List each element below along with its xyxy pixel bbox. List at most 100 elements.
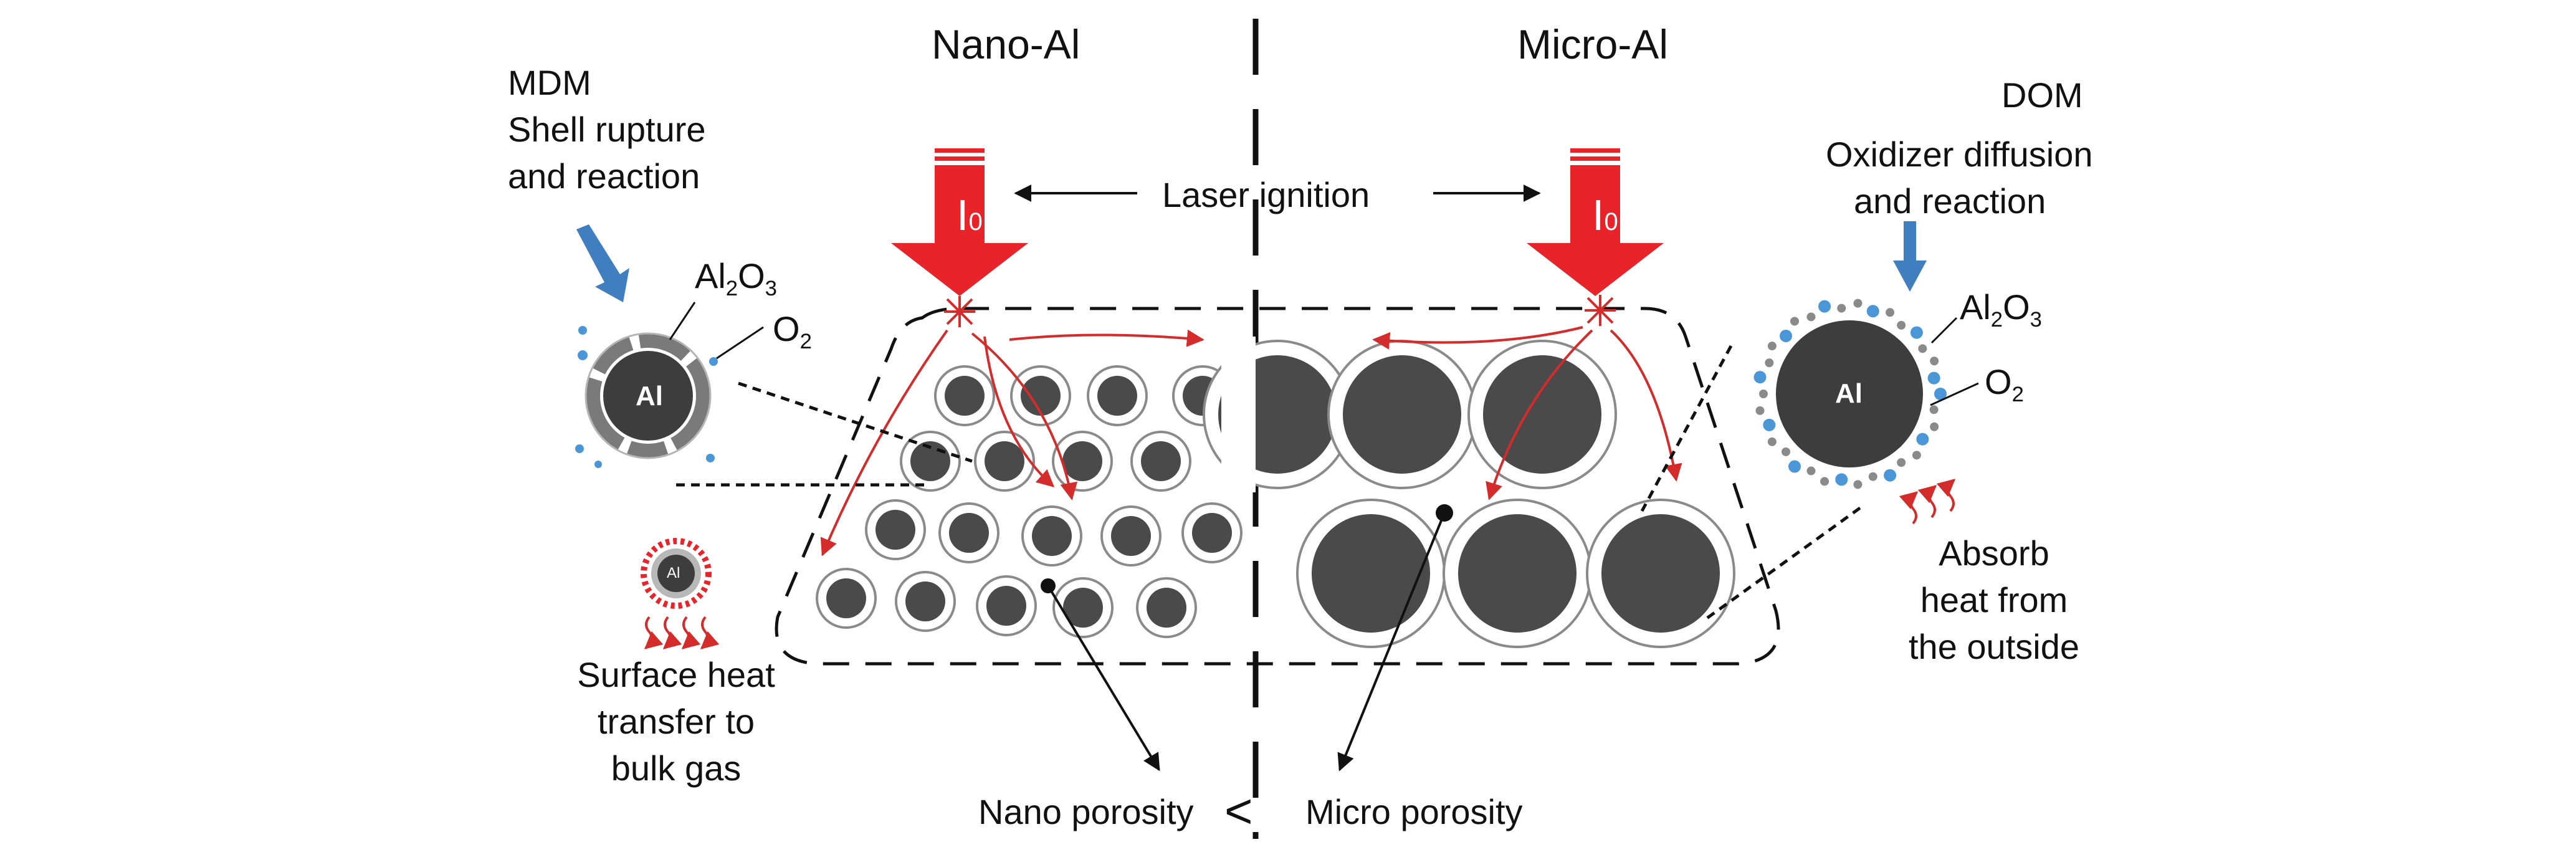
oxide-particle: [1930, 422, 1939, 431]
zoom-line-lower-right: [1703, 506, 1861, 622]
mdm-description-line2: and reaction: [508, 156, 700, 196]
oxygen-molecule: [1835, 473, 1848, 486]
oxide-particle: [1929, 405, 1939, 414]
laser-ignition-label: Laser ignition: [1162, 175, 1370, 214]
laser-intensity-right: I0: [1592, 193, 1618, 237]
micro-porosity-label: Micro porosity: [1305, 792, 1523, 831]
nano-particle: [1087, 365, 1148, 426]
shell-label-sub2: 3: [765, 277, 777, 301]
oxygen-molecule: [1934, 388, 1947, 400]
shell-label-leader-left: [669, 302, 696, 340]
intensity-subscript: 0: [968, 208, 983, 236]
oxide-particle: [1782, 447, 1791, 456]
oxygen-label-sub: 2: [799, 330, 812, 354]
oxide-particle: [1930, 356, 1939, 366]
shell-label-main: Al: [1960, 287, 1991, 327]
nano-particle-bed: [816, 365, 1243, 638]
ignition-spark-right-icon: [1585, 295, 1616, 326]
oxide-particle: [1912, 451, 1921, 460]
oxygen-molecule: [1818, 300, 1831, 313]
surface-heat-line3: bulk gas: [611, 749, 742, 788]
oxide-particle: [1868, 472, 1877, 481]
nano-particle: [1136, 577, 1197, 638]
surface-heat-line2: transfer to: [597, 702, 755, 741]
surface-particle-core-label: Al: [667, 565, 680, 581]
dom-particle-core-label: Al: [1835, 378, 1863, 409]
ignition-spark-left-icon: [944, 296, 975, 327]
oxide-particle: [1820, 477, 1829, 486]
laser-arrow-right: [1527, 148, 1664, 296]
shell-label-mid: O: [738, 256, 765, 295]
oxide-particle: [1886, 308, 1895, 317]
nano-particle: [938, 502, 999, 563]
nano-particle: [1130, 431, 1191, 492]
mdm-acronym: MDM: [508, 63, 591, 102]
divider-clip: [1221, 337, 1256, 492]
shell-label-sub1: 2: [725, 277, 738, 301]
shell-label-leader-right: [1930, 317, 1958, 344]
oxide-particle: [1837, 304, 1846, 313]
heat-absorb-icon: [1899, 479, 1956, 525]
nano-particle: [976, 575, 1037, 636]
dom-pointer-arrow: [1893, 221, 1927, 292]
zoom-line-upper-left: [738, 381, 973, 463]
shell-label-main: Al: [695, 256, 726, 295]
oxygen-molecule: [1916, 433, 1929, 446]
shell-label-mid: O: [2003, 287, 2030, 327]
nano-particle: [974, 431, 1035, 492]
zoom-line-upper-right: [1640, 345, 1733, 512]
oxygen-molecule: [1780, 330, 1793, 343]
oxygen-molecule: [1763, 418, 1776, 431]
shell-label-sub1: 2: [1990, 308, 2003, 332]
nano-porosity-pointer: [1047, 585, 1160, 772]
micro-particle-bed: [1203, 337, 1735, 648]
absorb-heat-line3: the outside: [1909, 627, 2079, 666]
nano-particle: [1181, 502, 1243, 563]
micro-porosity-pointer: [1337, 512, 1446, 772]
heat-release-icon: [644, 616, 720, 649]
oxygen-molecule: [1927, 371, 1940, 385]
oxygen-label-sub: 2: [2011, 383, 2024, 407]
surface-heat-line1: Surface heat: [577, 655, 775, 694]
oxide-particle: [1767, 342, 1777, 351]
oxide-particle: [1897, 458, 1906, 467]
nano-particle: [816, 568, 877, 629]
oxygen-label-main: O: [1985, 362, 2012, 401]
nano-particle: [1010, 365, 1071, 426]
dom-description-line1: Oxidizer diffusion: [1826, 135, 2093, 174]
laser-arrow-left: [891, 148, 1028, 296]
dom-acronym: DOM: [2001, 75, 2083, 115]
nano-particle: [1052, 577, 1114, 638]
mdm-particle: [575, 326, 718, 468]
oxide-particle: [1759, 390, 1768, 398]
oxide-particle: [1767, 437, 1777, 446]
nano-al-heading: Nano-Al: [932, 21, 1080, 67]
intensity-symbol: I: [956, 191, 969, 239]
oxide-particle: [1806, 466, 1816, 476]
oxygen-molecule: [1866, 305, 1879, 318]
dom-oxygen-label: O2: [1985, 362, 2024, 406]
o2-label-leader-left: [716, 326, 764, 360]
laser-intensity-left: I0: [956, 193, 983, 237]
porous-bed-outline: [775, 307, 1780, 666]
micro-particle: [1327, 340, 1477, 489]
oxygen-molecule: [1788, 460, 1801, 473]
intensity-symbol: I: [1592, 191, 1605, 239]
oxide-particle: [1853, 480, 1863, 489]
nano-particle: [1100, 505, 1162, 567]
shell-label-sub2: 3: [2030, 308, 2042, 332]
nano-particle: [895, 571, 956, 632]
micro-particle: [1443, 499, 1592, 648]
oxide-particle: [1806, 312, 1816, 322]
mdm-particle-core-label: Al: [636, 381, 663, 411]
oxide-particle: [1790, 317, 1800, 326]
nano-particle: [865, 499, 926, 560]
mdm-oxygen-label: O2: [773, 312, 812, 353]
porosity-comparator: <: [1224, 783, 1253, 838]
intensity-subscript: 0: [1604, 208, 1618, 236]
micro-al-heading: Micro-Al: [1517, 21, 1668, 67]
surface-heat-particle: [641, 538, 712, 609]
dom-shell-label: Al2O3: [1960, 287, 2042, 331]
micro-particle: [1296, 499, 1446, 648]
